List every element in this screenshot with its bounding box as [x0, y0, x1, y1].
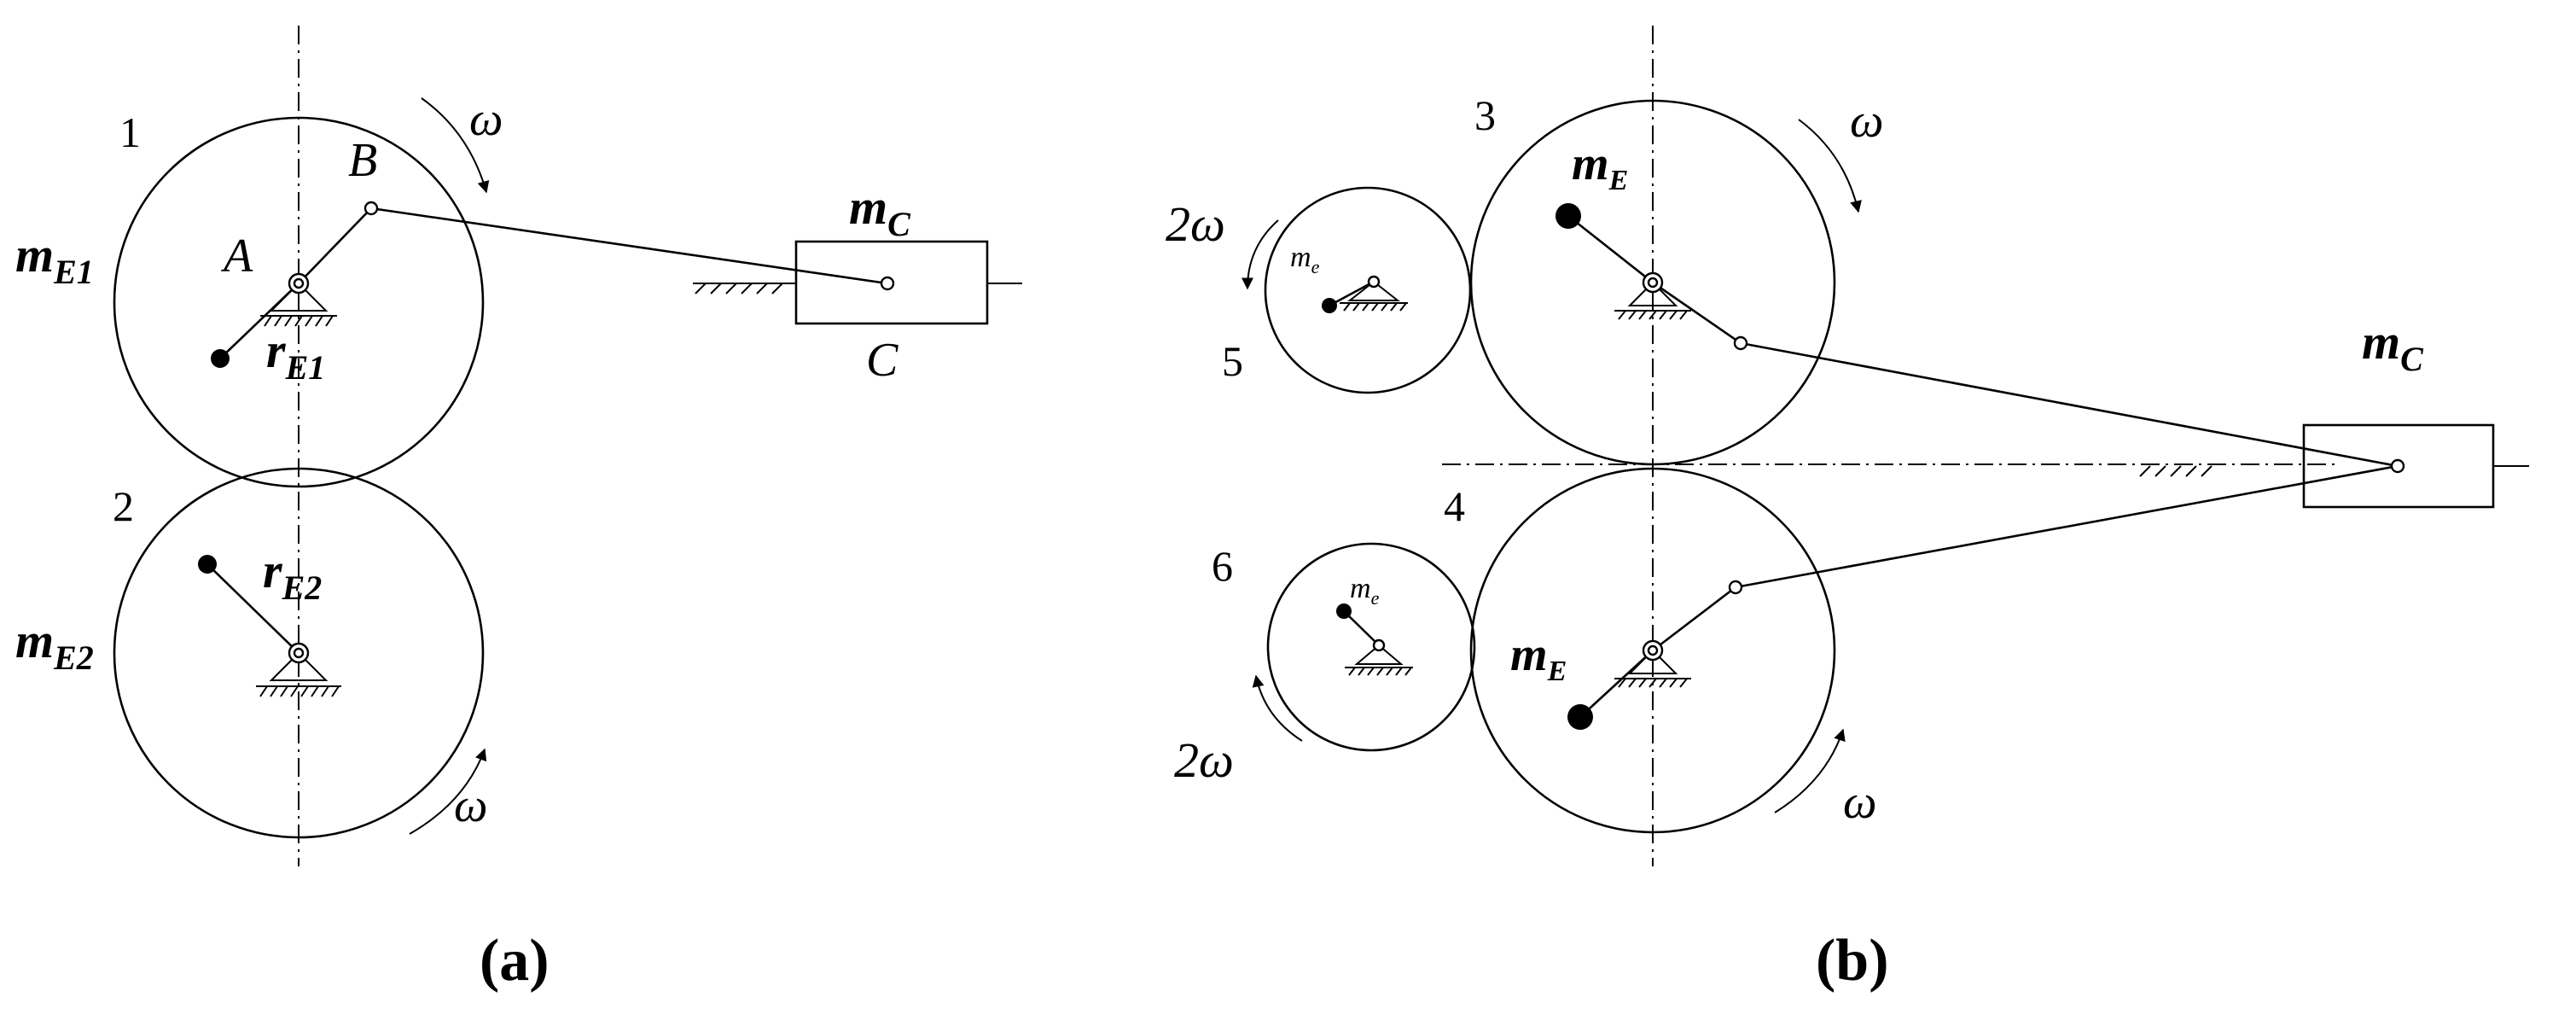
two-omega-gear-6: 2ω	[1174, 732, 1234, 788]
radius-e2-main: r	[263, 543, 282, 598]
mass-c-label-a: mC	[849, 179, 911, 243]
gear-4-label: 4	[1444, 482, 1465, 530]
mass-e-bottom-label: mE	[1510, 628, 1567, 687]
rotation-arrow-gear-2	[409, 748, 487, 835]
eccentric-arm-5	[1329, 280, 1375, 307]
radius-e2-sub: E2	[282, 568, 323, 607]
mass-c-sub-a: C	[887, 205, 911, 243]
mass-c-sub-b: C	[2400, 340, 2424, 378]
label-a: A	[220, 230, 253, 283]
crank-ab	[298, 207, 372, 284]
slider-b	[2302, 423, 2495, 509]
mass-small-6-sub: e	[1371, 587, 1380, 609]
radius-e2-label: rE2	[263, 543, 322, 607]
caption-a: (a)	[480, 928, 550, 994]
panel-a: 1 2 ω ω A B C mC mE1 mE2 rE1 rE2 (a)	[15, 26, 1022, 994]
eccentric-mass-3	[1555, 203, 1581, 229]
eccentric-arm-3	[1567, 214, 1654, 284]
mass-small-6-label: me	[1350, 573, 1380, 609]
gear-5-label: 5	[1222, 337, 1243, 385]
mass-small-5-label: me	[1290, 242, 1320, 277]
rotation-arrow-gear-5	[1241, 219, 1279, 290]
mass-e-top-sub: E	[1608, 165, 1629, 196]
eccentric-arm-1	[219, 283, 299, 359]
caption-b: (b)	[1816, 928, 1889, 994]
pin-gear-3-inner	[1647, 277, 1659, 289]
pin-gear-6	[1372, 638, 1386, 652]
crank-gear-4	[1652, 586, 1736, 652]
pin-a-inner	[293, 277, 305, 289]
eccentric-mass-5	[1322, 298, 1337, 313]
rotation-arrow-gear-1	[421, 97, 490, 194]
rotation-arrow-gear-4	[1774, 728, 1846, 813]
mass-small-6-main: m	[1350, 573, 1371, 604]
gear-6-label: 6	[1212, 542, 1233, 590]
gear-4	[1469, 467, 1836, 834]
mass-e1-main: m	[15, 227, 54, 283]
label-b: B	[348, 134, 377, 187]
omega-gear-1: ω	[469, 93, 503, 146]
gear-1-label: 1	[119, 108, 141, 156]
eccentric-mass-2	[198, 555, 217, 574]
connecting-rod-upper	[1740, 341, 2399, 468]
slider-c	[794, 240, 989, 325]
mass-e2-label: mE2	[15, 613, 94, 677]
radius-e1-label: rE1	[266, 323, 325, 387]
gear-5	[1264, 186, 1472, 394]
mass-e1-label: mE1	[15, 227, 94, 291]
gear-1	[113, 116, 485, 488]
gear-2-label: 2	[113, 482, 134, 530]
slider-ground-hatch-a	[695, 283, 783, 294]
eccentric-arm-6	[1343, 610, 1380, 646]
eccentric-arm-2	[206, 563, 299, 654]
pin-gear-5	[1367, 275, 1381, 289]
mass-c-main-b: m	[2362, 314, 2400, 370]
mass-e-top-main: m	[1572, 137, 1609, 190]
slider-ground-hatch-b	[2139, 465, 2213, 477]
pin-crank-4	[1728, 580, 1743, 595]
radius-e1-sub: E1	[285, 348, 326, 387]
connecting-rod-bc	[370, 207, 888, 285]
omega-gear-4: ω	[1843, 776, 1877, 829]
pin-b	[363, 201, 379, 216]
pin-gear-2-inner	[293, 647, 305, 659]
pin-gear-4-inner	[1647, 644, 1659, 656]
radius-e1-main: r	[266, 323, 286, 378]
eccentric-mass-6	[1336, 603, 1352, 619]
gear-3-label: 3	[1474, 91, 1496, 139]
mass-e-bottom-sub: E	[1547, 656, 1567, 687]
mass-e2-main: m	[15, 613, 54, 668]
mass-c-main-a: m	[849, 179, 887, 235]
ground-support-gear-3	[1614, 281, 1691, 320]
gear-6	[1266, 542, 1476, 752]
pin-c	[880, 276, 895, 291]
label-c: C	[866, 334, 898, 387]
eccentric-mass-4	[1567, 704, 1593, 730]
mass-e-bottom-main: m	[1510, 628, 1548, 681]
pin-crank-3	[1733, 335, 1748, 351]
mass-c-label-b: mC	[2362, 314, 2424, 378]
mass-e2-sub: E2	[53, 638, 94, 677]
mass-e-top-label: mE	[1572, 137, 1628, 196]
connecting-rod-lower	[1735, 464, 2399, 589]
mass-small-5-sub: e	[1311, 256, 1320, 277]
eccentric-mass-1	[211, 349, 230, 368]
two-omega-gear-5: 2ω	[1166, 196, 1225, 252]
pin-slider-b	[2390, 458, 2405, 474]
gear-3	[1469, 99, 1836, 466]
rotation-arrow-gear-6	[1252, 674, 1303, 742]
ground-support-gear-5	[1340, 280, 1408, 312]
omega-gear-3: ω	[1850, 95, 1884, 148]
panel-b: 3 4 5 6 ω ω 2ω 2ω mC mE mE me me (b)	[1166, 26, 2529, 994]
mass-small-5-main: m	[1290, 242, 1311, 273]
crank-gear-3	[1652, 281, 1742, 345]
gear-2	[113, 467, 485, 839]
ground-support-gear-6	[1345, 644, 1413, 676]
rotation-arrow-gear-3	[1798, 119, 1862, 213]
mass-e1-sub: E1	[53, 253, 94, 291]
eccentric-arm-4	[1579, 650, 1654, 718]
omega-gear-2: ω	[454, 779, 488, 832]
ground-support-gear-2	[256, 651, 341, 697]
